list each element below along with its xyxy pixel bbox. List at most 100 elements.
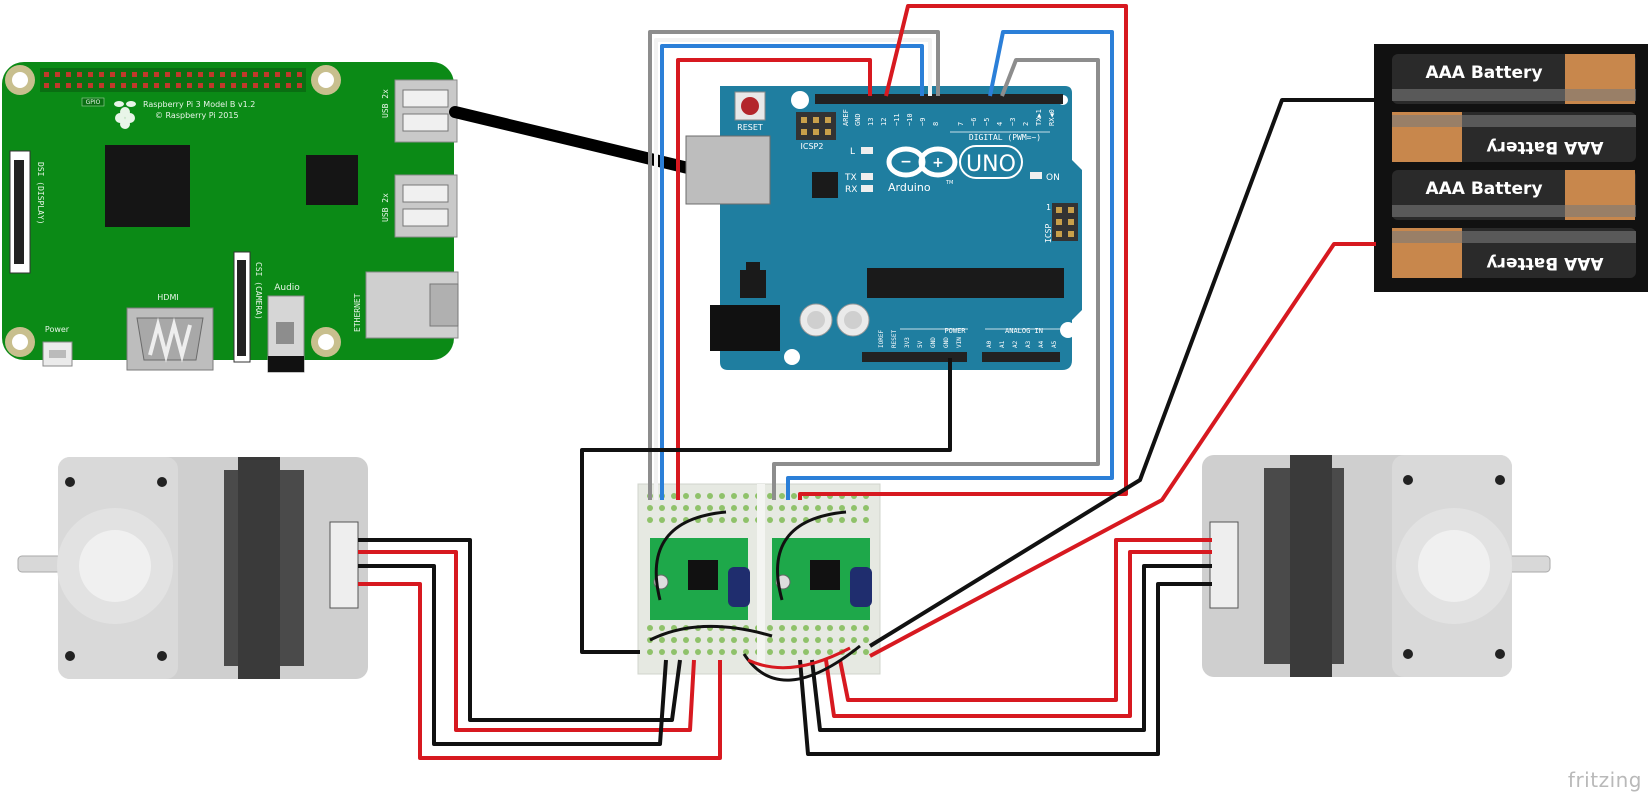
wire-motor-right-1 xyxy=(838,538,1212,702)
wire-motor-left-3 xyxy=(358,564,668,746)
wire-motor-left-2 xyxy=(358,550,696,732)
stepper-motor-left xyxy=(17,457,368,679)
wire-motor-right-3 xyxy=(810,564,1212,732)
pin-label-gnd2: GND xyxy=(943,337,950,348)
battery-label-2: AAA Battery xyxy=(1486,137,1603,157)
wire-blue-dir xyxy=(660,44,924,500)
jumper-bottom-red xyxy=(747,646,851,670)
pin-label-8: 8 xyxy=(932,122,940,126)
pin-label-13: 13 xyxy=(867,118,875,126)
wire-gray-4 xyxy=(772,58,1100,500)
wire-motor-right-4 xyxy=(798,582,1212,756)
pin-label-gnd1: GND xyxy=(930,337,937,348)
raspberry-pi-board: GPIO Raspberry Pi 3 Model B v1.2 © Raspb… xyxy=(2,62,459,373)
pin-label-12: 12 xyxy=(880,118,888,126)
pin-label-6: ~6 xyxy=(970,118,978,126)
pin-label-reset: RESET xyxy=(891,330,898,348)
usb-port-bottom xyxy=(394,174,458,238)
usb-serial-chip xyxy=(812,172,838,198)
wire-motor-right-2 xyxy=(824,550,1212,718)
ethernet-port xyxy=(365,271,459,339)
arduino-brand-label: Arduino xyxy=(888,181,931,194)
rpi-copyright-label: © Raspberry Pi 2015 xyxy=(155,111,239,120)
icsp2-header xyxy=(796,112,836,140)
icsp-pin1-label: 1 xyxy=(1046,203,1051,212)
rpi-model-label: Raspberry Pi 3 Model B v1.2 xyxy=(143,100,255,109)
pin-label-9: ~9 xyxy=(919,118,927,126)
audio-jack xyxy=(267,295,305,373)
on-led-label: ON xyxy=(1046,173,1060,183)
digital-label: DIGITAL (PWM=~) xyxy=(969,133,1041,142)
stepper-driver-right xyxy=(772,538,872,620)
wire-black-battery xyxy=(868,98,1376,648)
rx-led-label: RX xyxy=(845,185,857,195)
battery-cell-3: AAA Battery xyxy=(1392,170,1636,220)
icsp2-label: ICSP2 xyxy=(801,142,824,151)
battery-label-3: AAA Battery xyxy=(1425,179,1542,199)
power-label: Power xyxy=(45,325,70,334)
pin-label-2: 2 xyxy=(1022,122,1030,126)
wire-motor-left-4 xyxy=(358,582,722,760)
wire-white-dir-outline xyxy=(654,38,932,500)
pin-label-7: 7 xyxy=(957,122,965,126)
uno-label: UNO xyxy=(966,152,1016,177)
pin-label-a5: A5 xyxy=(1051,340,1058,348)
usb-port-top xyxy=(394,79,458,143)
lan-chip xyxy=(306,155,358,205)
pin-label-4: 4 xyxy=(996,122,1004,126)
stepper-driver-left xyxy=(650,538,750,620)
analog-in-label: ANALOG IN xyxy=(1005,327,1043,335)
usb-b-port xyxy=(685,135,771,205)
pin-label-10: ~10 xyxy=(906,113,914,126)
pin-label-5: ~5 xyxy=(983,118,991,126)
hdmi-port xyxy=(126,307,214,371)
svg-text:−: − xyxy=(900,154,912,170)
arduino-tm-label: TM xyxy=(945,180,953,186)
pin-label-a0: A0 xyxy=(986,340,993,348)
wire-blue-5 xyxy=(786,30,1114,500)
voltage-regulator xyxy=(740,270,766,298)
pin-label-ioref: IOREF xyxy=(878,330,885,348)
pin-label-a4: A4 xyxy=(1038,340,1045,348)
wire-motor-left-1 xyxy=(358,538,682,722)
pin-label-3: ~3 xyxy=(1009,118,1017,126)
wire-red-12 xyxy=(798,4,1128,500)
dc-barrel-jack xyxy=(710,305,780,351)
pin-label-a3: A3 xyxy=(1025,340,1032,348)
battery-label-4: AAA Battery xyxy=(1486,253,1603,273)
reset-label: RESET xyxy=(737,123,763,132)
wire-gray-step xyxy=(648,30,940,500)
wire-red-13 xyxy=(676,58,872,500)
jumper-bottom-right xyxy=(742,644,861,682)
battery-label-1: AAA Battery xyxy=(1425,63,1542,83)
soc-chip xyxy=(105,145,190,227)
gpio-header xyxy=(40,68,306,92)
tx-led-label: TX xyxy=(844,173,857,183)
gpio-label: GPIO xyxy=(86,99,101,106)
hdmi-label: HDMI xyxy=(157,293,178,302)
battery-pack: AAA Battery AAA Battery AAA Battery AAA … xyxy=(1374,44,1648,292)
audio-label: Audio xyxy=(274,283,300,293)
wires xyxy=(358,4,1376,760)
usb-cable xyxy=(449,106,694,174)
pin-label-a1: A1 xyxy=(999,340,1006,348)
dsi-label: DSI (DISPLAY) xyxy=(36,162,45,225)
pin-label-11: ~11 xyxy=(893,113,901,126)
arduino-uno-board: RESET ICSP2 AREF GND 13 12 ~11 ~10 ~9 8 … xyxy=(685,86,1082,370)
on-led xyxy=(1030,172,1042,179)
raspberry-logo-icon xyxy=(114,101,136,129)
pin-label-1: TX▶1 xyxy=(1035,109,1043,126)
atmega-chip xyxy=(867,268,1064,298)
svg-text:+: + xyxy=(932,155,944,171)
pin-label-vin: VIN xyxy=(956,337,963,348)
pin-label-0: RX◀0 xyxy=(1048,109,1056,126)
battery-cell-2: AAA Battery xyxy=(1392,112,1636,162)
csi-label: CSI (CAMERA) xyxy=(254,262,263,320)
ethernet-label: ETHERNET xyxy=(353,293,362,332)
pin-label-3v3: 3V3 xyxy=(904,337,911,348)
pin-label-aref: AREF xyxy=(842,109,850,126)
usb-bottom-label: USB 2x xyxy=(381,193,390,222)
wire-black-gnd xyxy=(580,358,952,654)
icsp-header xyxy=(1052,203,1078,241)
